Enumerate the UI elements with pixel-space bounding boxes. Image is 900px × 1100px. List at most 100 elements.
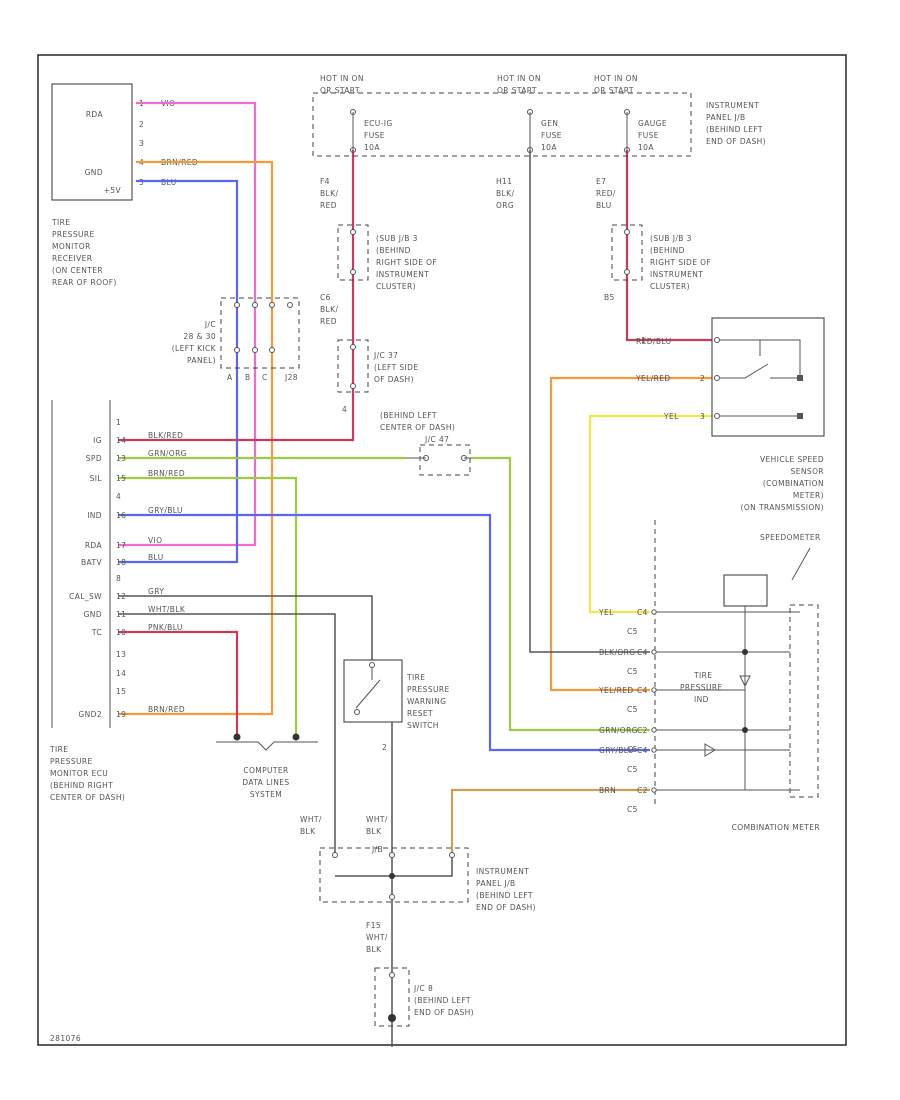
ecu-pin-wire: BLU	[148, 553, 164, 562]
meter-terminal	[651, 609, 657, 615]
data-line-caption: COMPUTER DATA LINES SYSTEM	[242, 766, 289, 799]
svg-text:(BEHIND: (BEHIND	[376, 246, 411, 255]
ecu-pin-number: 15	[116, 687, 126, 696]
ecu-pin-name: IG	[93, 436, 102, 445]
mid-branch-wire-label: H11 BLK/ ORG	[496, 177, 514, 210]
meter-wire-label: GRY/BLU	[599, 746, 634, 755]
meter-pin-label: C4	[637, 686, 648, 695]
receiver-box	[51, 83, 133, 201]
svg-text:(LEFT KICK: (LEFT KICK	[172, 344, 217, 353]
ground-wire-label-left: WHT/ BLK	[300, 815, 321, 836]
svg-text:INSTRUMENT: INSTRUMENT	[376, 270, 429, 279]
sub-jb-3-right-caption: (SUB J/B 3 (BEHIND RIGHT SIDE OF INSTRUM…	[650, 234, 711, 291]
meter-connector-label: C5	[627, 627, 638, 636]
meter-terminal	[651, 747, 657, 753]
fuse-gauge: HOT IN ON OR START GAUGE FUSE 10A	[594, 74, 667, 153]
reset-switch-pin: 2	[382, 743, 387, 752]
instrument-panel-jb-caption: INSTRUMENT PANEL J/B (BEHIND LEFT END OF…	[706, 101, 766, 146]
svg-text:10A: 10A	[364, 143, 380, 152]
svg-text:C6: C6	[320, 293, 331, 302]
svg-text:HOT IN ON: HOT IN ON	[594, 74, 638, 83]
ground-jb-terminals	[332, 852, 455, 900]
data-line-terminal	[292, 733, 300, 741]
meter-connector-label: C5	[627, 705, 638, 714]
svg-text:BLK: BLK	[366, 827, 382, 836]
svg-text:ECU-IG: ECU-IG	[364, 119, 393, 128]
meter-terminal	[651, 727, 657, 733]
jc-37	[337, 339, 369, 393]
jc-letter-j28: J28	[284, 373, 298, 382]
jc-37-pin: 4	[342, 405, 347, 414]
jc-letter-c: C	[262, 373, 268, 382]
diagram-frame	[37, 54, 847, 1046]
ecu-pin-name: IND	[87, 511, 102, 520]
meter-pin-label: C4	[637, 746, 648, 755]
svg-text:H11: H11	[496, 177, 512, 186]
meter-wire-label: BRN	[599, 786, 616, 795]
receiver-pin-gnd: GND	[85, 168, 103, 177]
svg-text:J/C 37: J/C 37	[373, 351, 398, 360]
svg-text:ORG: ORG	[496, 201, 514, 210]
tire-pressure-indicator-label: TIRE PRESSURE IND	[680, 671, 723, 704]
jc-terminal	[389, 972, 395, 978]
svg-text:PANEL J/B: PANEL J/B	[706, 113, 746, 122]
ecu-pin-wire: WHT/BLK	[148, 605, 186, 614]
ecu-pin-number: 13	[116, 454, 126, 463]
meter-connector-label: C5	[627, 765, 638, 774]
svg-text:SYSTEM: SYSTEM	[250, 790, 282, 799]
ecu-pin-wire: BRN/RED	[148, 705, 185, 714]
ecu-pin-number: 10	[116, 628, 126, 637]
meter-wire-label: YEL/RED	[598, 686, 634, 695]
ecu-pin-number: 14	[116, 669, 126, 678]
svg-text:COMPUTER: COMPUTER	[243, 766, 288, 775]
svg-text:BLU: BLU	[596, 201, 612, 210]
ecu-pin-number: 12	[116, 592, 126, 601]
svg-text:PRESSURE: PRESSURE	[680, 683, 723, 692]
svg-text:WARNING: WARNING	[407, 697, 446, 706]
receiver-pin-number: 2	[139, 120, 144, 129]
receiver-pin-5v: +5V	[104, 186, 122, 195]
diagram-code: 281076	[50, 1034, 81, 1043]
wire-yel-red	[549, 376, 712, 692]
instrument-panel-jb	[312, 92, 692, 157]
jc-8-caption: J/C 8 (BEHIND LEFT END OF DASH)	[413, 984, 474, 1017]
jc-47-caption: (BEHIND LEFT CENTER OF DASH)	[380, 411, 455, 432]
fuse-gen: HOT IN ON OR START GEN FUSE 10A	[497, 74, 562, 153]
vehicle-speed-sensor	[711, 317, 825, 437]
svg-text:RESET: RESET	[407, 709, 433, 718]
left-branch-wire-label: F4 BLK/ RED	[320, 177, 338, 210]
svg-text:WHT/: WHT/	[366, 815, 388, 824]
jb-terminal	[624, 229, 630, 235]
svg-text:END OF DASH): END OF DASH)	[706, 137, 766, 146]
svg-text:PANEL J/B: PANEL J/B	[476, 879, 516, 888]
ecu-pin-number: 13	[116, 650, 126, 659]
svg-text:INSTRUMENT: INSTRUMENT	[650, 270, 703, 279]
svg-text:(SUB J/B 3: (SUB J/B 3	[650, 234, 692, 243]
meter-internal	[655, 606, 800, 791]
svg-text:TIRE: TIRE	[49, 745, 68, 754]
speedometer-label: SPEEDOMETER	[760, 533, 821, 542]
wire-yel	[588, 414, 712, 614]
receiver-pin-number: 3	[139, 139, 144, 148]
svg-text:BLK/: BLK/	[496, 189, 514, 198]
svg-text:MONITOR: MONITOR	[52, 242, 91, 251]
ecu-pin-rows: 114IGBLK/RED13SPDGRN/ORG15SILBRN/RED416I…	[69, 418, 186, 719]
svg-text:SENSOR: SENSOR	[791, 467, 824, 476]
right-branch-wire-out: RED/BLU	[636, 337, 672, 346]
meter-connector-label: C5	[627, 745, 638, 754]
meter-terminal	[651, 649, 657, 655]
svg-text:(BEHIND: (BEHIND	[650, 246, 685, 255]
svg-text:OF DASH): OF DASH)	[374, 375, 414, 384]
sensor-pin-3: 3	[700, 412, 705, 421]
ecu-pin-name: SIL	[90, 474, 103, 483]
svg-text:HOT IN ON: HOT IN ON	[497, 74, 541, 83]
ecu-pin-wire: GRY/BLU	[148, 506, 183, 515]
jc-47	[419, 444, 471, 476]
right-branch-wire-label: E7 RED/ BLU	[596, 177, 616, 210]
reset-switch-caption: TIRE PRESSURE WARNING RESET SWITCH	[406, 673, 449, 730]
sub-jb-3-left	[337, 224, 369, 281]
jc-37-caption: J/C 37 (LEFT SIDE OF DASH)	[373, 351, 418, 384]
